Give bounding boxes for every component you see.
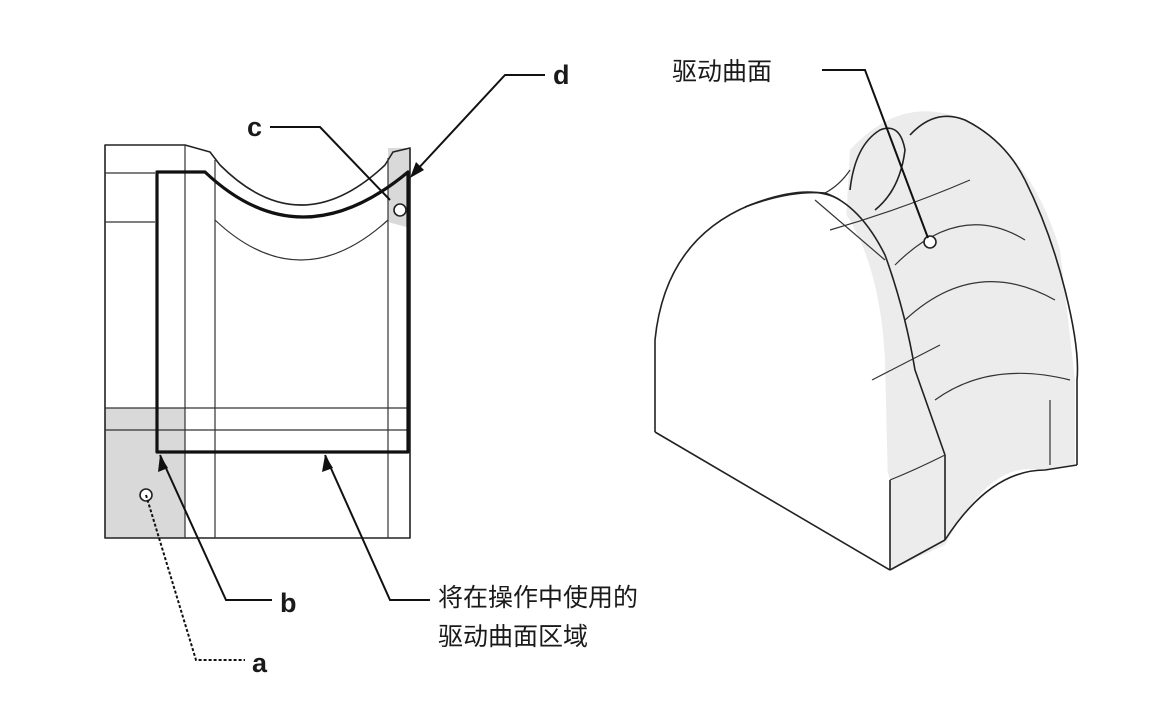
drive-region-boundary	[155, 170, 410, 454]
label-d: d	[553, 60, 570, 90]
leader-b	[159, 454, 272, 601]
label-region-line1: 将在操作中使用的	[438, 583, 638, 612]
label-b: b	[280, 588, 297, 618]
point-drive-surface	[923, 235, 937, 249]
label-a: a	[252, 648, 268, 678]
leader-a	[145, 494, 245, 661]
leader-drive-surface	[822, 69, 929, 239]
label-c: c	[247, 112, 262, 142]
label-region-line2: 驱动曲面区域	[438, 622, 588, 651]
front-view	[104, 144, 411, 539]
leader-region	[324, 454, 430, 601]
label-drive-surface: 驱动曲面	[672, 57, 772, 86]
point-d	[393, 203, 407, 217]
leader-d	[414, 74, 545, 173]
leader-c	[270, 126, 391, 201]
front-outline	[104, 144, 411, 539]
shaded-region-a	[105, 408, 185, 538]
isometric-view	[654, 111, 1079, 571]
left-leaders	[145, 74, 545, 661]
